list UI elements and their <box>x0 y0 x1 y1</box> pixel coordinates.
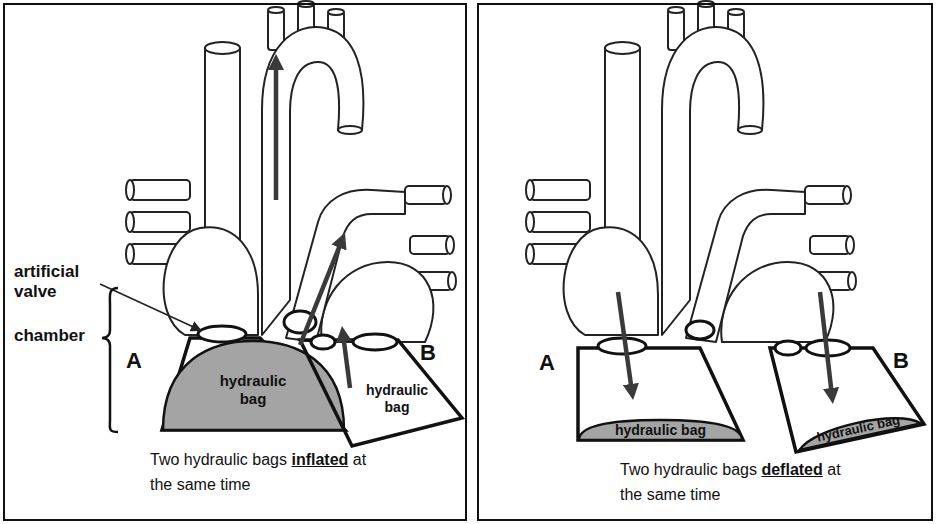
caption-text: inflated <box>291 451 348 468</box>
chamber-letter: B <box>420 340 436 366</box>
chamber-letter: A <box>539 350 555 376</box>
chamber-outline: Ahydraulic bag <box>575 346 745 442</box>
part-label: artificial valve <box>14 262 106 303</box>
bag-label: hydraulic bag <box>208 372 298 408</box>
caption-box: Two hydraulic bagsdeflatedat the same ti… <box>620 458 860 508</box>
hydraulic-bag-deflated: hydraulic bag <box>578 418 743 440</box>
chamber-letter: B <box>893 348 909 374</box>
hydraulic-bag-inflated: hydraulic bag <box>162 338 345 430</box>
caption-text: Two hydraulic bags <box>620 461 757 478</box>
caption-text: deflated <box>761 461 822 478</box>
chamber-outline: Bhydraulic bag <box>768 346 928 456</box>
bag-label: hydraulic bag <box>364 382 430 416</box>
part-label: chamber <box>14 326 106 346</box>
bag-label: hydraulic bag <box>578 422 743 439</box>
panel-frame: Two hydraulic bagsdeflatedat the same ti… <box>477 3 933 521</box>
caption-box: Two hydraulic bagsinflatedat the same ti… <box>150 448 390 498</box>
hydraulic-bag-inflated: hydraulic bag <box>364 382 430 422</box>
hydraulic-bag-deflated: hydraulic bag <box>793 403 923 452</box>
panel-frame-shape <box>477 3 933 521</box>
chamber-outline: Ahydraulic bag <box>160 336 347 432</box>
chamber-letter: A <box>126 348 142 374</box>
caption-text: Two hydraulic bags <box>150 451 287 468</box>
chamber-outline: Bhydraulic bag <box>298 338 464 448</box>
